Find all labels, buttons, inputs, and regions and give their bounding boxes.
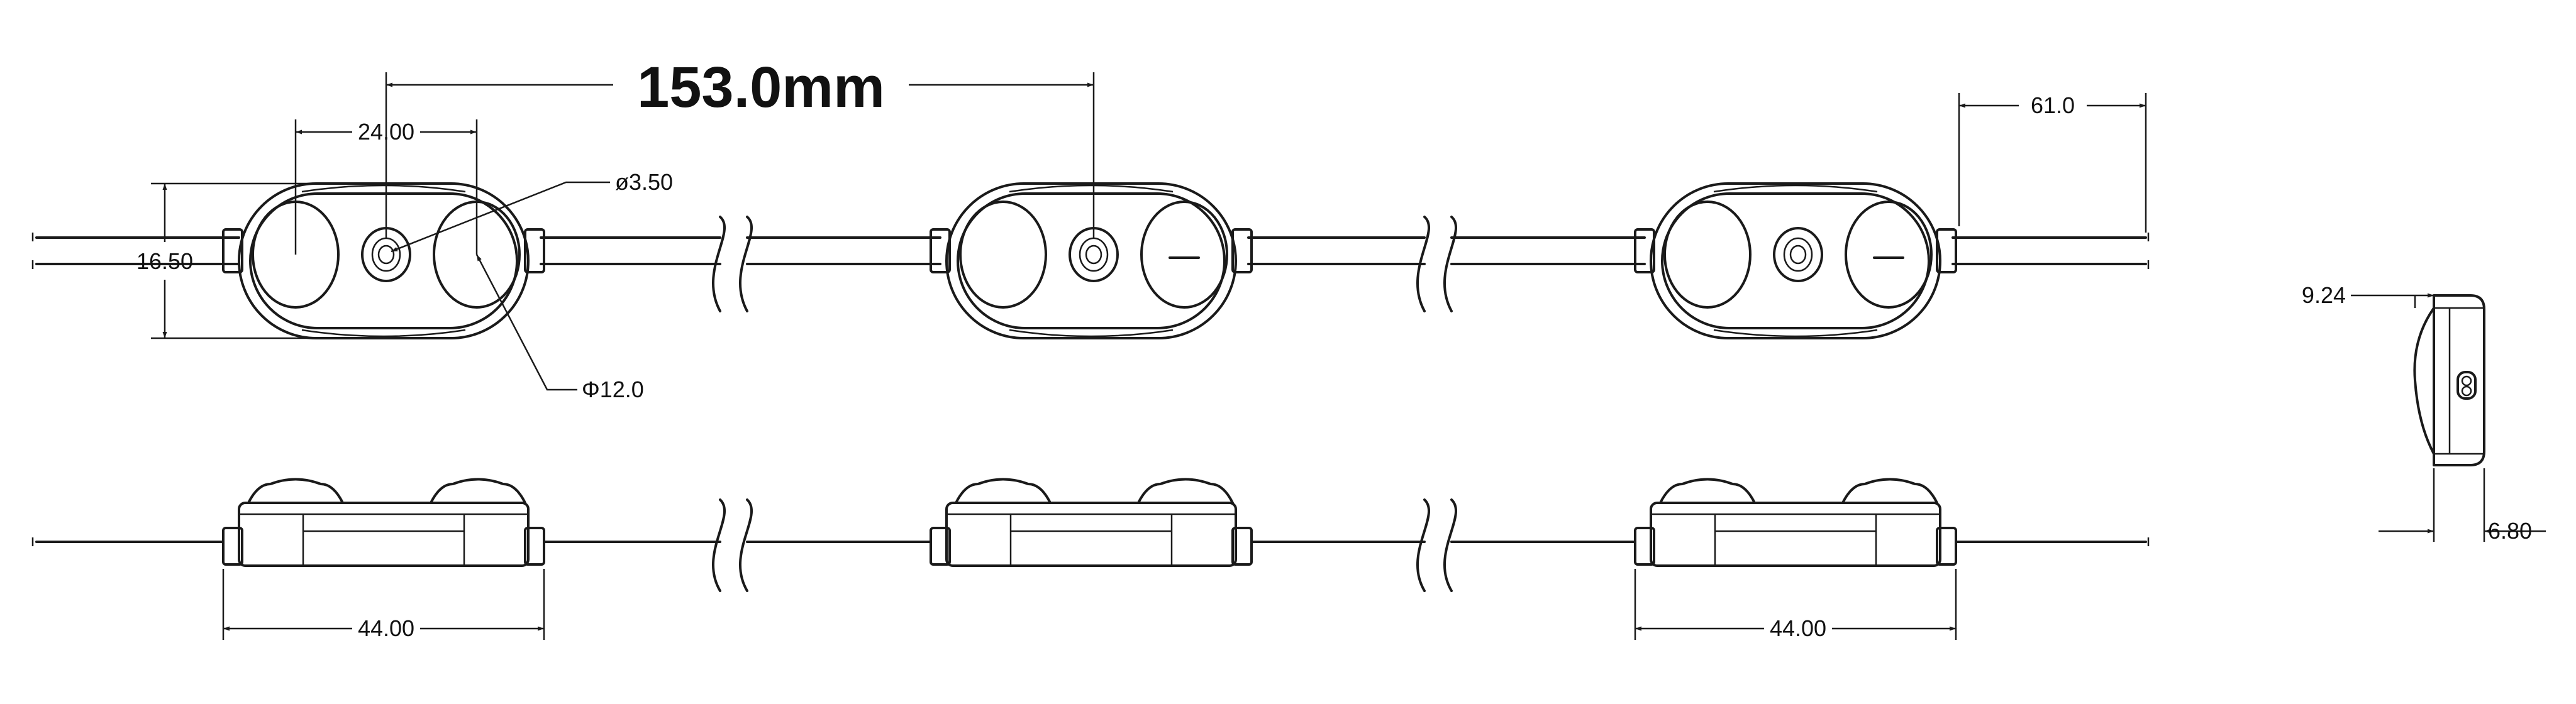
front-cable-break-1 [712,498,753,592]
dim-pitch: 153.0mm [385,55,1095,239]
led-module-front-3 [1634,478,1957,567]
top-cable-break-2 [1416,216,1458,312]
dim-module-height: 16.50 [136,182,314,339]
dim-lead-length-label: 61.0 [2031,92,2075,118]
lens-diameter-label: Φ12.0 [582,377,644,402]
dim-module-length-left: 44.00 [222,569,545,641]
led-module-front-2 [930,478,1253,567]
led-module-top-1 [222,182,545,339]
dim-side-thickness-label: 6.80 [2488,518,2532,544]
dim-side-thickness: 6.80 [2379,468,2546,544]
dim-module-length-right-label: 44.00 [1770,615,1826,641]
front-cable-break-2 [1416,498,1457,592]
dim-module-length-left-label: 44.00 [358,615,414,641]
dim-lens-spacing: 24.00 [294,119,478,255]
dim-side-height-label: 9.24 [2302,282,2346,308]
dim-module-length-right: 44.00 [1634,569,1957,641]
top-view: 153.0mm 24.00 16.50 ø3.50 Φ12.0 [31,55,2150,402]
dim-lead-length: 61.0 [1958,92,2147,233]
dim-pitch-label: 153.0mm [637,55,885,119]
led-module-top-3 [1634,182,1957,339]
led-module-side [2413,294,2485,466]
top-cable [31,233,2150,269]
led-module-front-1 [222,478,545,567]
dim-side-height: 9.24 [2302,282,2434,308]
leader-lens-diameter: Φ12.0 [475,254,644,402]
front-cable [31,537,2150,546]
front-view: 44.00 44.00 [31,478,2150,641]
top-cable-break-1 [712,216,753,312]
dim-module-height-label: 16.50 [136,248,193,274]
led-module-top-2 [930,182,1253,339]
hole-diameter-label: ø3.50 [615,169,673,195]
side-view: 9.24 6.80 [2302,282,2546,544]
dim-lens-spacing-label: 24.00 [358,119,414,145]
leader-hole-diameter: ø3.50 [391,169,673,253]
